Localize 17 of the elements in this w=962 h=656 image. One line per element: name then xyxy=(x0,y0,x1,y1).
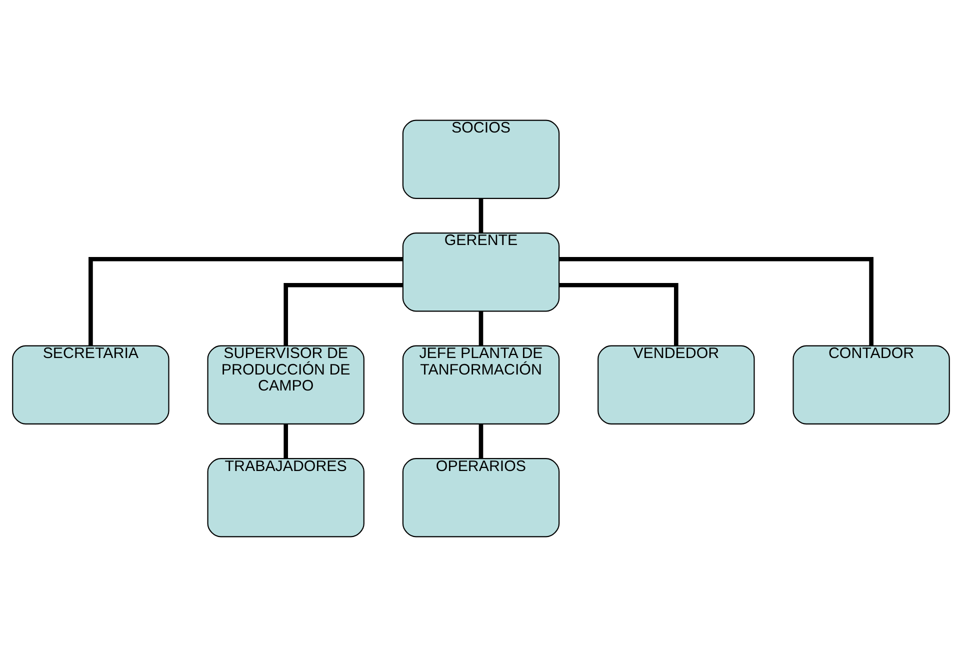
connector xyxy=(88,256,402,346)
node-box: TRABAJADORES xyxy=(207,458,364,537)
connector xyxy=(560,256,874,346)
node-box: SECRETARIA xyxy=(12,344,170,424)
node-box: JEFE PLANTA DE TANFORMACIÓN xyxy=(402,344,560,424)
node-box: OPERARIOS xyxy=(402,458,560,537)
node-box: SOCIOS xyxy=(402,119,560,198)
connector xyxy=(478,310,484,346)
connector xyxy=(478,198,484,233)
node-box: CONTADOR xyxy=(792,344,950,424)
connector xyxy=(284,424,288,458)
connector xyxy=(478,424,484,458)
node-box: GERENTE xyxy=(402,232,560,312)
node-box: SUPERVISOR DE PRODUCCIÓN DE CAMPO xyxy=(207,344,364,424)
node-box: VENDEDOR xyxy=(598,344,755,424)
connector xyxy=(559,282,678,346)
connector xyxy=(284,282,403,346)
